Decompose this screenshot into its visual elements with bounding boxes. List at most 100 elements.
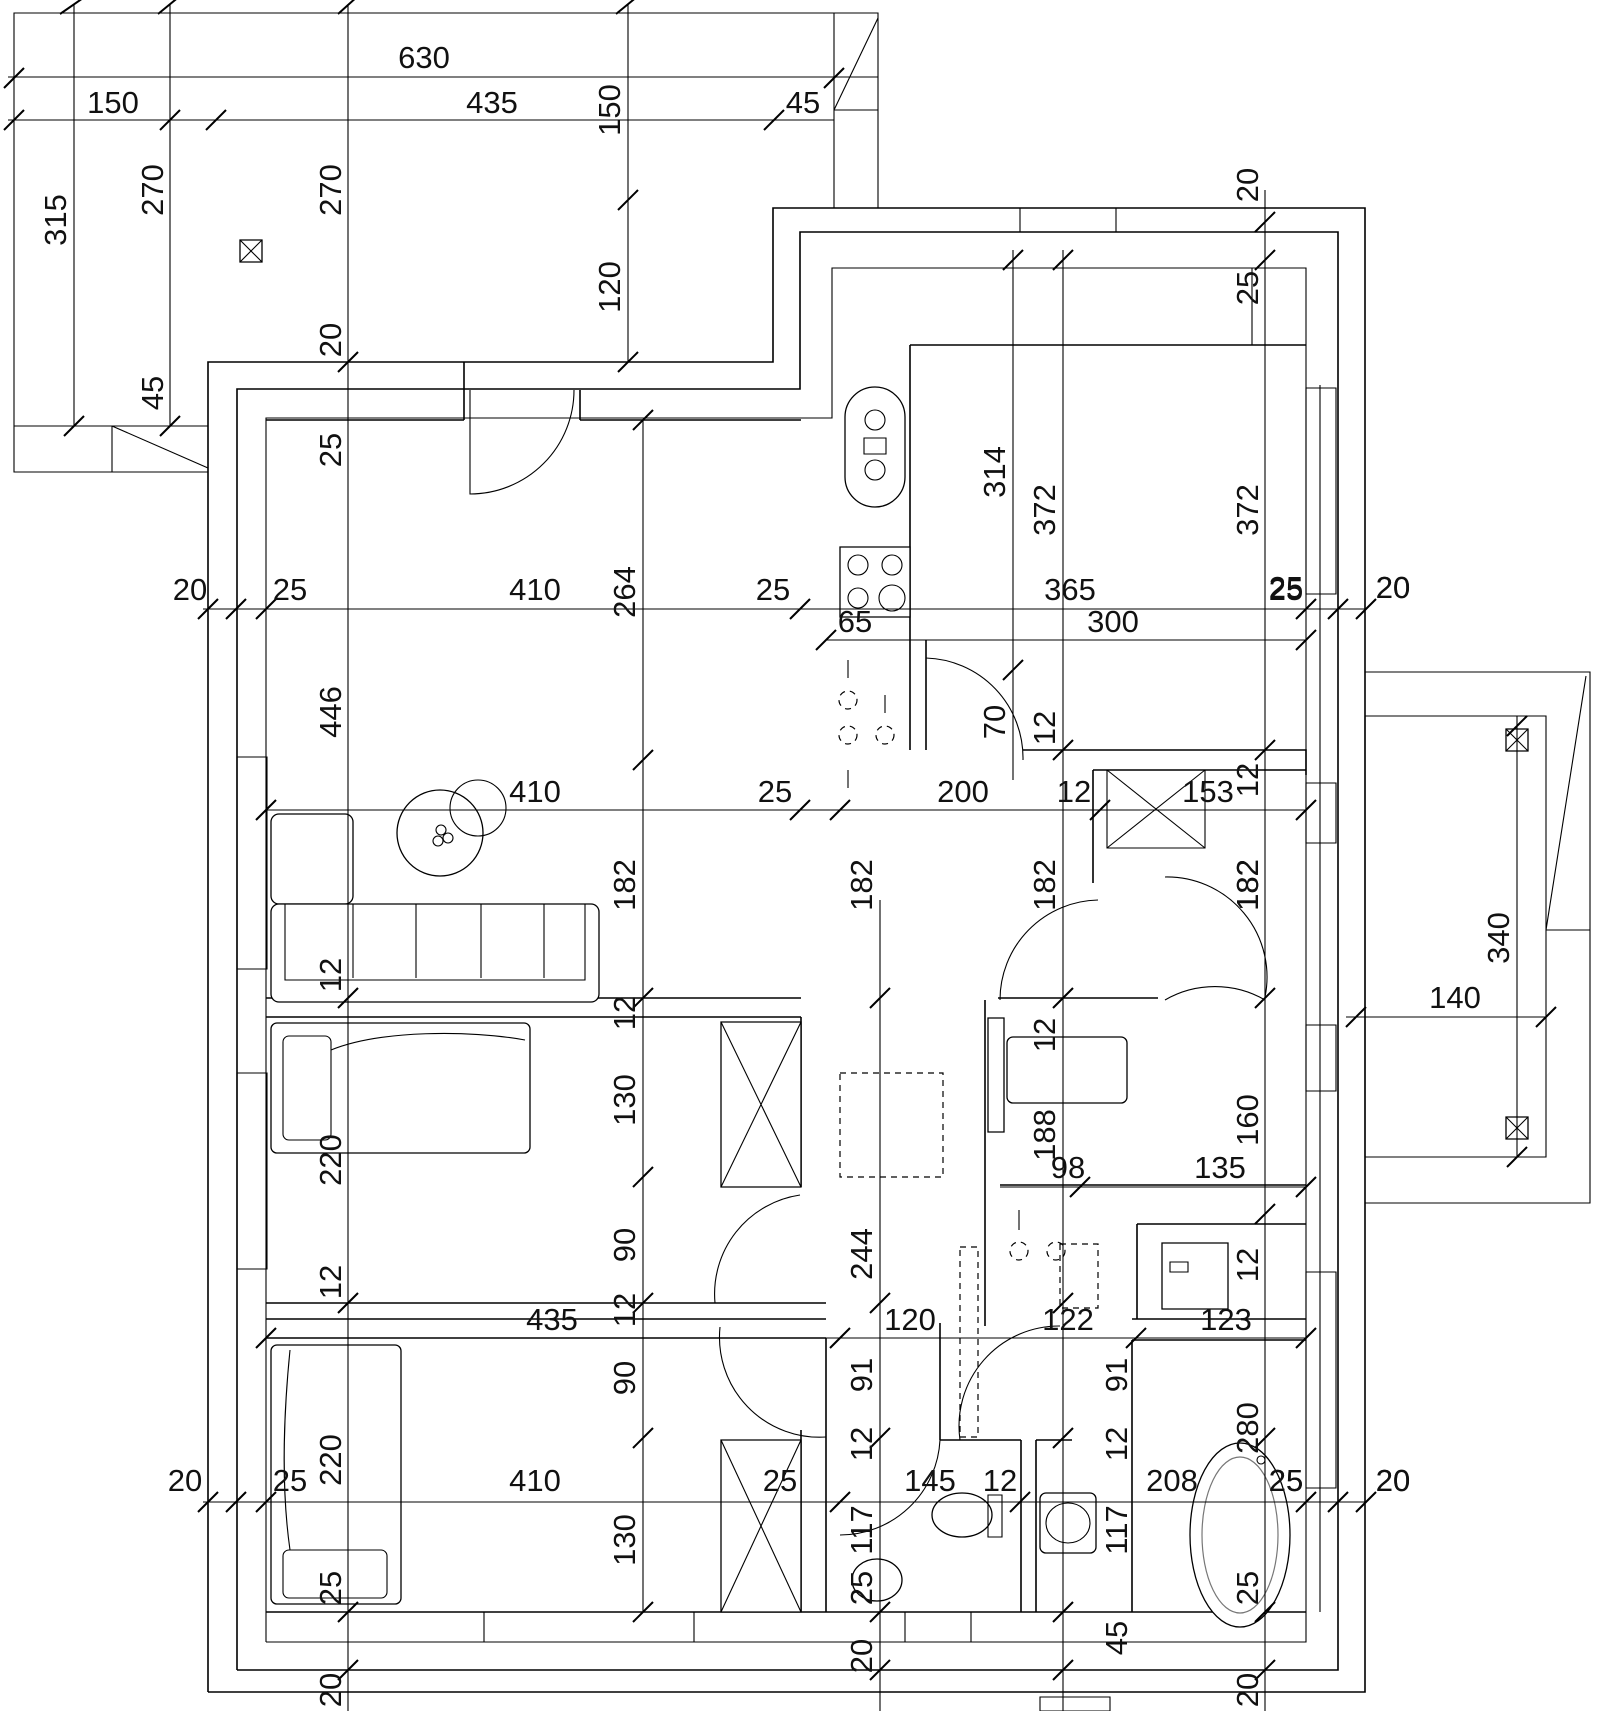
dim-label: 20 <box>313 323 348 357</box>
living-room-furniture <box>271 780 599 1002</box>
dim-label: 264 <box>607 566 642 618</box>
bed-icon <box>271 1023 530 1153</box>
dim-label: 446 <box>313 686 348 738</box>
dim-label: 20 <box>1376 1463 1410 1498</box>
dim-label: 135 <box>1194 1150 1246 1185</box>
dim-label: 150 <box>592 84 627 136</box>
kitchen-furniture <box>840 268 1252 617</box>
dim-label: 130 <box>607 1074 642 1126</box>
dim-label: 182 <box>844 859 879 911</box>
dimension-ticks <box>4 0 1556 1680</box>
dim-label: 182 <box>1027 859 1062 911</box>
dim-label: 12 <box>983 1463 1017 1498</box>
dim-label: 98 <box>1051 1150 1085 1185</box>
dim-label: 25 <box>1269 1463 1303 1498</box>
dim-label: 120 <box>884 1302 936 1337</box>
dim-label: 122 <box>1042 1302 1094 1337</box>
bedroom-furniture <box>271 1022 943 1612</box>
dim-label: 220 <box>313 1434 348 1486</box>
armchair-icon <box>271 814 353 904</box>
dim-label: 20 <box>313 1673 348 1707</box>
dining-table-icon <box>840 1073 943 1177</box>
dim-label: 20 <box>1376 1463 1410 1498</box>
terrace-top-left <box>14 13 878 472</box>
dim-label: 270 <box>135 164 170 216</box>
dim-label: 410 <box>509 774 561 809</box>
dim-label: 340 <box>1481 912 1516 964</box>
dim-label: 244 <box>844 1228 879 1280</box>
dim-label: 208 <box>1146 1463 1198 1498</box>
dim-label: 90 <box>607 1228 642 1262</box>
dim-label: 372 <box>1027 484 1062 536</box>
dim-label: 182 <box>1230 859 1265 911</box>
dim-label: 25 <box>1269 570 1303 605</box>
dim-label: 12 <box>313 958 348 992</box>
dim-label: 270 <box>313 164 348 216</box>
sink-bowl-icon <box>865 410 885 430</box>
windows <box>237 208 1336 1711</box>
dim-label: 200 <box>937 774 989 809</box>
dim-label: 25 <box>1230 271 1265 305</box>
dim-label: 220 <box>313 1134 348 1186</box>
dim-label: 12 <box>1027 711 1062 745</box>
dim-label: 90 <box>607 1361 642 1395</box>
dim-label: 435 <box>466 85 518 120</box>
wardrobe-icon <box>988 1018 1004 1132</box>
dim-label: 120 <box>592 261 627 313</box>
dim-label: 280 <box>1230 1402 1265 1454</box>
dim-label: 25 <box>313 433 348 467</box>
exterior-walls <box>208 208 1365 1692</box>
dim-label: 300 <box>1087 604 1139 639</box>
dim-label: 91 <box>1099 1358 1134 1392</box>
dim-label: 153 <box>1182 774 1234 809</box>
dim-label: 25 <box>763 1463 797 1498</box>
dim-label: 20 <box>1376 570 1410 605</box>
dim-label: 145 <box>904 1463 956 1498</box>
dim-label: 25 <box>273 1463 307 1498</box>
round-table-icon <box>397 790 483 876</box>
dim-label: 20 <box>1230 1673 1265 1707</box>
dim-label: 123 <box>1200 1302 1252 1337</box>
dim-label: 12 <box>1099 1427 1134 1461</box>
dimension-labels: 630 150 435 45 150 120 270 270 315 20 45… <box>38 40 1516 1707</box>
dim-label: 117 <box>844 1505 879 1554</box>
dim-label: 365 <box>1044 572 1096 607</box>
dim-label: 65 <box>838 604 872 639</box>
dim-label: 130 <box>607 1514 642 1566</box>
dim-label: 117 <box>1099 1505 1134 1554</box>
dim-label: 45 <box>135 376 170 410</box>
dim-label: 20 <box>844 1639 879 1673</box>
dim-label: 20 <box>1230 168 1265 202</box>
dim-label: 12 <box>844 1427 879 1461</box>
washing-machine-icon <box>1162 1243 1228 1309</box>
terrace-right <box>1365 672 1590 1203</box>
dim-label: 20 <box>168 1463 202 1498</box>
dim-label: 25 <box>758 774 792 809</box>
dim-label: 70 <box>977 705 1012 739</box>
dim-label: 45 <box>1099 1621 1134 1655</box>
dim-label: 12 <box>1027 1018 1062 1052</box>
dim-label: 25 <box>756 572 790 607</box>
dim-label: 20 <box>173 572 207 607</box>
dim-label: 630 <box>398 40 450 75</box>
dim-label: 25 <box>1269 572 1303 607</box>
dim-label: 12 <box>1230 763 1265 797</box>
dim-label: 315 <box>38 194 73 246</box>
dim-label: 182 <box>1230 859 1265 911</box>
dim-label: 182 <box>607 859 642 911</box>
dim-label: 25 <box>844 1571 879 1605</box>
dim-label: 188 <box>1027 1109 1062 1161</box>
dim-label: 12 <box>607 1293 642 1327</box>
bed-icon <box>271 1345 401 1604</box>
dim-label: 12 <box>313 1265 348 1299</box>
dim-label: 91 <box>844 1358 879 1392</box>
dim-label: 25 <box>1269 1463 1303 1498</box>
dim-label: 45 <box>786 85 820 120</box>
dim-label: 372 <box>1230 484 1265 536</box>
dim-label: 160 <box>1230 1094 1265 1146</box>
dim-label: 140 <box>1429 980 1481 1015</box>
dimension-lines <box>8 4 1546 1711</box>
utility-installations <box>839 660 1098 1437</box>
dim-label: 25 <box>273 572 307 607</box>
